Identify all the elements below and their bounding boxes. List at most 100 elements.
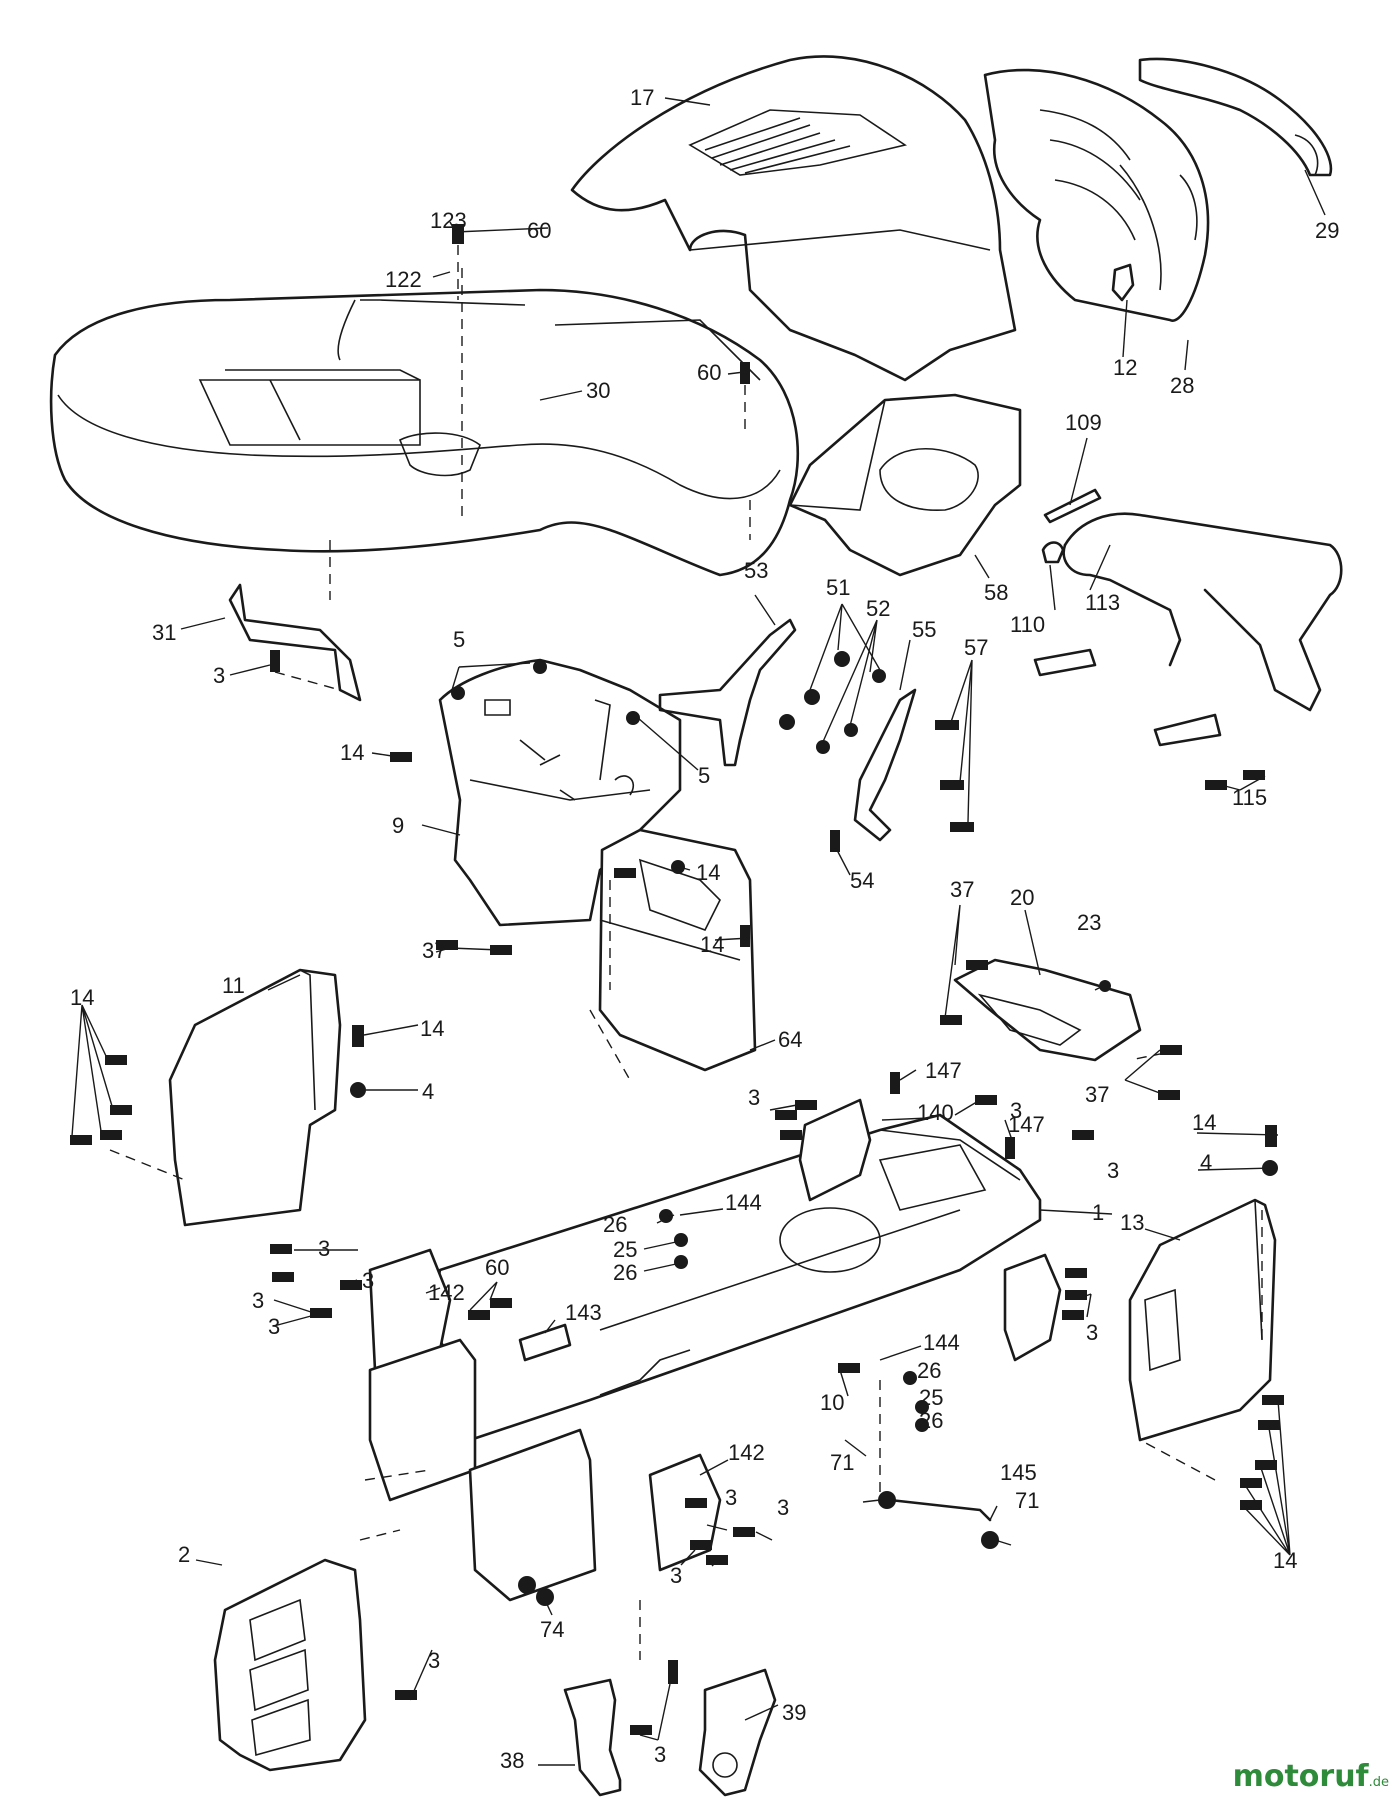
- callout-71: 71: [1015, 1488, 1039, 1513]
- callout-53: 53: [744, 558, 768, 583]
- console-part-64: [598, 828, 757, 1072]
- washer-icon: [915, 1400, 929, 1414]
- callout-60: 60: [527, 218, 551, 243]
- bolt-icon: [950, 822, 974, 832]
- bolt-icon: [390, 752, 412, 762]
- callout-144: 144: [923, 1330, 960, 1355]
- callout-17: 17: [630, 85, 654, 110]
- callout-26: 26: [919, 1408, 943, 1433]
- cap-part-110: [1041, 541, 1065, 564]
- callout-37: 37: [1085, 1082, 1109, 1107]
- callout-147: 147: [925, 1058, 962, 1083]
- callout-3: 3: [318, 1236, 330, 1261]
- callout-109: 109: [1065, 410, 1102, 435]
- callout-3: 3: [1107, 1158, 1119, 1183]
- side-panel-part-11: [168, 968, 342, 1227]
- bracket-part-frame-center: [468, 1428, 597, 1602]
- callout-51: 51: [826, 575, 850, 600]
- nut-icon: [878, 1491, 896, 1509]
- callout-1: 1: [1092, 1200, 1104, 1225]
- hole-part-39: [712, 1752, 738, 1778]
- bolt-icon: [890, 1072, 900, 1094]
- grille-part-28: [983, 68, 1210, 322]
- nut-icon: [804, 689, 820, 705]
- nut-icon: [779, 714, 795, 730]
- bolt-icon: [775, 1110, 797, 1120]
- callout-3: 3: [670, 1563, 682, 1588]
- callout-14: 14: [340, 740, 364, 765]
- leader-lines: [71, 97, 1326, 1766]
- bolt-icon: [975, 1095, 997, 1105]
- watermark-tld: .de: [1368, 1775, 1389, 1790]
- callout-57: 57: [964, 635, 988, 660]
- washer-icon: [915, 1418, 929, 1432]
- bolt-icon: [966, 960, 988, 970]
- callout-74: 74: [540, 1617, 564, 1642]
- nut-icon: [903, 1371, 917, 1385]
- callout-3: 3: [748, 1085, 760, 1110]
- callout-60: 60: [485, 1255, 509, 1280]
- bracket-part-31: [228, 583, 362, 702]
- bolt-icon: [940, 1015, 962, 1025]
- callout-25: 25: [919, 1385, 943, 1410]
- bracket-part-143: [518, 1323, 572, 1362]
- callout-12: 12: [1113, 355, 1137, 380]
- rod-part-145: [888, 1498, 992, 1522]
- bracket-part-20: [953, 958, 1142, 1062]
- callout-28: 28: [1170, 373, 1194, 398]
- callout-20: 20: [1010, 885, 1034, 910]
- bolt-icon: [830, 830, 840, 852]
- bolt-icon: [1072, 1130, 1094, 1140]
- callout-29: 29: [1315, 218, 1339, 243]
- callout-54: 54: [850, 868, 874, 893]
- plate-part-142-right: [648, 1453, 722, 1572]
- callout-55: 55: [912, 617, 936, 642]
- plate-part-140: [798, 1098, 872, 1202]
- callout-3: 3: [654, 1742, 666, 1767]
- callout-3: 3: [428, 1648, 440, 1673]
- bolt-icon: [1240, 1500, 1262, 1510]
- washer-icon: [816, 740, 830, 754]
- bolt-icon: [733, 1527, 755, 1537]
- callout-31: 31: [152, 620, 176, 645]
- assembly-lines: [109, 245, 1263, 1660]
- callout-58: 58: [984, 580, 1008, 605]
- callout-14: 14: [700, 932, 724, 957]
- washer-icon: [872, 669, 886, 683]
- nut-icon: [981, 1531, 999, 1549]
- callout-37: 37: [422, 938, 446, 963]
- callout-3: 3: [1010, 1098, 1022, 1123]
- bolt-icon: [490, 945, 512, 955]
- bolt-icon: [1262, 1395, 1284, 1405]
- side-panel-part-13: [1128, 1198, 1277, 1442]
- bolt-icon: [740, 362, 750, 384]
- bolt-icon: [614, 868, 636, 878]
- callout-39: 39: [782, 1700, 806, 1725]
- callout-71: 71: [830, 1450, 854, 1475]
- bolt-icon: [1005, 1137, 1015, 1159]
- bolt-icon: [100, 1130, 122, 1140]
- watermark-brand: motoruf: [1232, 1759, 1369, 1794]
- bracket-part-142-frame-left: [368, 1338, 477, 1502]
- bolt-icon: [105, 1055, 127, 1065]
- bolt-icon: [1240, 1478, 1262, 1488]
- callout-14: 14: [1273, 1548, 1297, 1573]
- bolt-icon: [270, 650, 280, 672]
- nut-icon: [659, 1209, 673, 1223]
- fender-part-30: [49, 288, 800, 577]
- bolt-icon: [706, 1555, 728, 1565]
- nut-icon: [1099, 980, 1111, 992]
- bolt-icon: [668, 1660, 678, 1684]
- callout-9: 9: [392, 813, 404, 838]
- callout-23: 23: [1077, 910, 1101, 935]
- bolt-icon: [70, 1135, 92, 1145]
- hardware-group: [70, 224, 1284, 1735]
- frame-part-1: [428, 1113, 1042, 1442]
- callout-143: 143: [565, 1300, 602, 1325]
- callout-140: 140: [917, 1100, 954, 1125]
- washer-icon: [844, 723, 858, 737]
- callout-4: 4: [422, 1079, 434, 1104]
- bolt-icon: [940, 780, 964, 790]
- callout-3: 3: [362, 1268, 374, 1293]
